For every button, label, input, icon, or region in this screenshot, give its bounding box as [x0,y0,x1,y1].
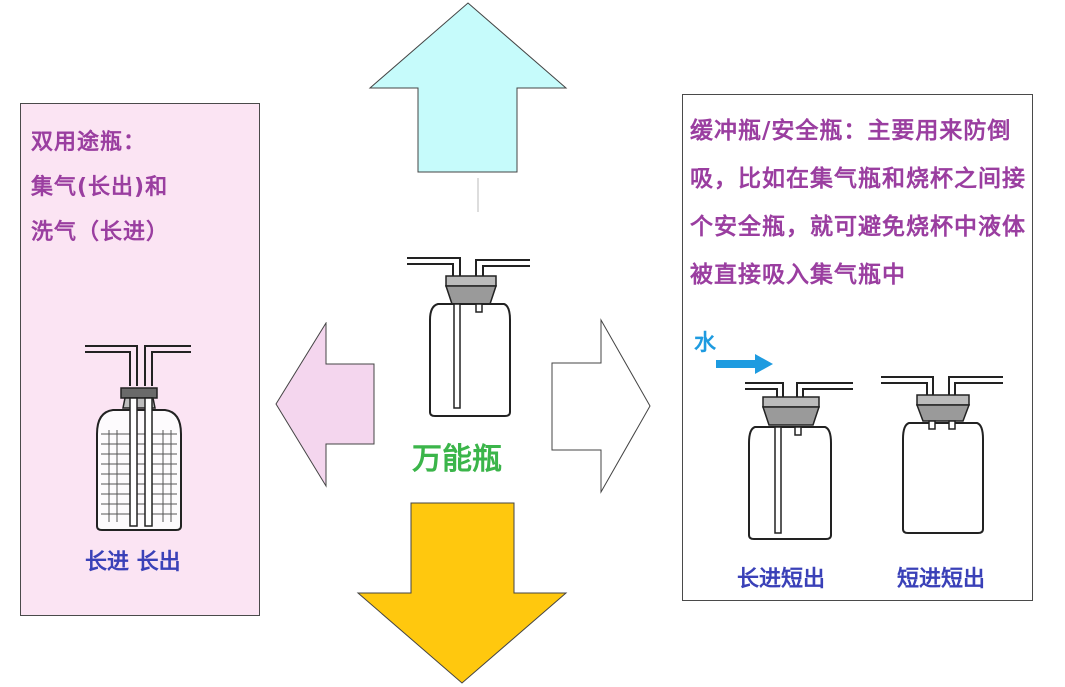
left-panel-line: 双用途瓶： [31,130,147,155]
center-title: 万能瓶 [412,442,502,477]
gas-washing-bottle-icon [881,376,1003,534]
right-bottle-caption: 短进短出 [897,567,986,592]
left-panel-line: 洗气（长进） [31,220,170,245]
gas-washing-bottle-icon [407,257,530,417]
gas-washing-bottle-icon [745,382,853,540]
arrow-up-icon [368,2,568,212]
arrow-down-icon [356,502,568,684]
arrow-right-icon [551,318,651,494]
water-flow-arrow-icon [716,354,773,374]
left-bottle-caption: 长进 长出 [85,550,181,575]
right-panel: 缓冲瓶/安全瓶：主要用来防倒吸，比如在集气瓶和烧杯之间接个安全瓶，就可避免烧杯中… [682,94,1033,601]
right-panel-description: 缓冲瓶/安全瓶：主要用来防倒吸，比如在集气瓶和烧杯之间接个安全瓶，就可避免烧杯中… [690,118,1026,288]
left-panel: 双用途瓶： 集气(长出)和 洗气（长进） 长进 长出 [20,103,260,616]
right-bottle-caption: 长进短出 [737,567,826,592]
water-label: 水 [694,331,717,356]
left-panel-line: 集气(长出)和 [31,175,169,200]
gas-washing-bottle-icon [85,345,191,531]
arrow-left-icon [275,322,375,488]
